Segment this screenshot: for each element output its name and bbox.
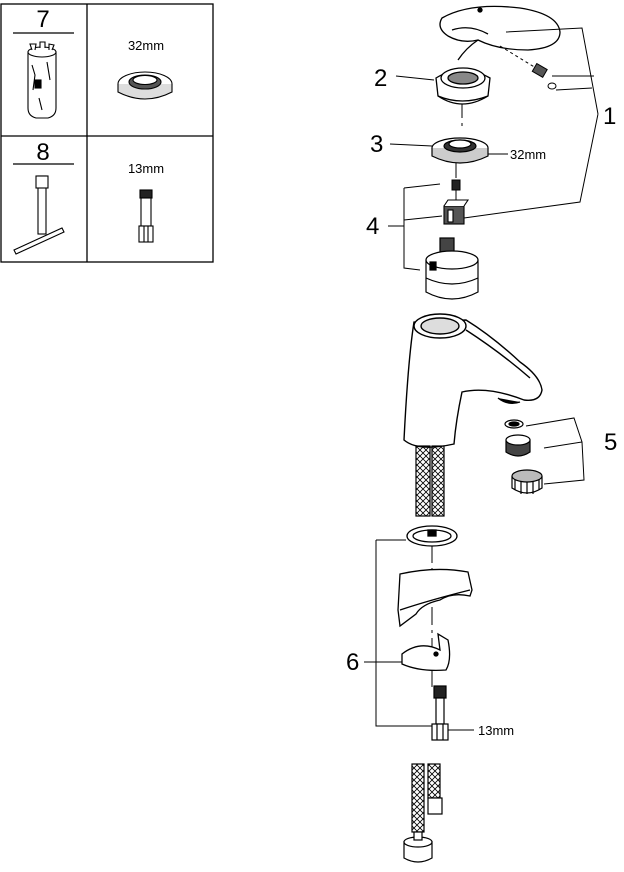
cover-cap bbox=[435, 67, 491, 105]
stud-13mm-icon bbox=[138, 189, 154, 243]
callout-4: 4 bbox=[366, 213, 379, 240]
fixing-kit bbox=[397, 525, 473, 672]
tool-7-size: 32mm bbox=[128, 38, 164, 53]
nut-size-label: 32mm bbox=[510, 147, 546, 162]
faucet-body bbox=[403, 313, 543, 448]
small-screw-icon bbox=[451, 179, 461, 200]
callout-1: 1 bbox=[603, 103, 616, 130]
tool-7-number: 7 bbox=[36, 6, 49, 33]
leader-lines bbox=[364, 27, 599, 731]
parts-box bbox=[0, 3, 214, 263]
tool-8-size: 13mm bbox=[128, 161, 164, 176]
flex-hoses-bottom bbox=[403, 763, 443, 863]
t-wrench-icon bbox=[13, 175, 65, 255]
callout-2: 2 bbox=[374, 65, 387, 92]
tool-8-number: 8 bbox=[36, 139, 49, 166]
cartridge bbox=[425, 237, 479, 300]
nut-32mm-icon bbox=[117, 71, 173, 100]
adapter-icon bbox=[443, 199, 470, 225]
cartridge-key-icon bbox=[27, 41, 57, 119]
lever-handle bbox=[439, 5, 561, 61]
callout-3: 3 bbox=[370, 131, 383, 158]
threaded-stud-13mm bbox=[431, 685, 449, 741]
callout-5: 5 bbox=[604, 429, 617, 456]
grub-screw-icon bbox=[499, 45, 557, 90]
callout-6: 6 bbox=[346, 649, 359, 676]
stud-size-label: 13mm bbox=[478, 723, 514, 738]
aerator-parts bbox=[504, 419, 543, 494]
nut-32mm bbox=[431, 137, 489, 164]
supply-hoses bbox=[415, 445, 445, 517]
